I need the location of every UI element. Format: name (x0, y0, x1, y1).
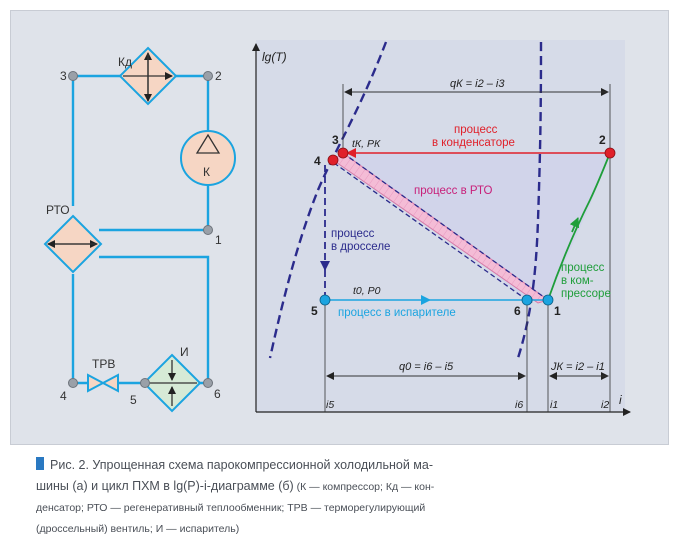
point-label-3: 3 (332, 133, 339, 147)
node-1 (203, 225, 213, 235)
annotation-jk: JК = i2 – i1 (550, 361, 605, 373)
node-label-3: 3 (60, 69, 67, 83)
compressor (180, 130, 236, 186)
caption-line-1: Рис. 2. Упрощенная схема парокомпрессион… (36, 455, 506, 476)
node-label-1: 1 (215, 233, 222, 247)
state-point-6 (521, 294, 533, 306)
x-axis-label: i (619, 393, 622, 407)
annotation-compressor-3: прессоре (561, 288, 611, 300)
annotation-qk: qК = i2 – i3 (450, 78, 505, 90)
tick-i5: i5 (326, 399, 334, 411)
annotation-tk-pk: tК, PК (352, 138, 381, 150)
node-label-4: 4 (60, 389, 67, 403)
condenser (118, 46, 178, 106)
annotation-condenser-1: процесс (454, 124, 498, 136)
rto-exchanger (43, 214, 103, 274)
schematic: Кд К РТО ТРВ И (43, 46, 236, 413)
schematic-pipes (71, 74, 210, 385)
node-4 (68, 378, 78, 388)
tick-i1: i1 (550, 399, 558, 411)
node-label-2: 2 (215, 69, 222, 83)
cycle-area (343, 153, 610, 300)
point-label-5: 5 (311, 304, 318, 318)
evaporator (142, 353, 202, 413)
node-label-6: 6 (214, 387, 221, 401)
annotation-compressor-2: в ком- (561, 275, 594, 287)
annotation-condenser-2: в конденсаторе (432, 137, 515, 149)
tick-i2: i2 (601, 399, 609, 411)
rto-line-upper (342, 152, 549, 301)
state-point-4 (327, 154, 339, 166)
annotation-throttle-2: в дросселе (331, 241, 390, 253)
node-3 (68, 71, 78, 81)
compressor-process-curve (547, 152, 611, 301)
saturation-curve-left (268, 41, 388, 359)
state-point-3 (337, 147, 349, 159)
y-axis-label: lg(T) (262, 50, 287, 64)
state-point-1 (542, 294, 554, 306)
caption-text-2b: (К — компрессор; Кд — кон- (293, 481, 435, 493)
projection-lines (324, 84, 611, 412)
label-trv: ТРВ (92, 357, 115, 371)
point-label-2: 2 (599, 133, 606, 147)
node-2 (203, 71, 213, 81)
annotation-rto: процесс в РТО (414, 185, 493, 197)
caption-line-4: (дроссельный) вентиль; И — испаритель) (36, 523, 240, 535)
caption-marker (36, 457, 44, 470)
node-5 (140, 378, 150, 388)
node-label-5: 5 (130, 393, 137, 407)
label-k: К (203, 165, 210, 179)
tick-i6: i6 (515, 399, 523, 411)
caption-line-3: денсатор; РТО — регенеративный теплообме… (36, 502, 426, 514)
label-rto: РТО (46, 203, 70, 217)
expansion-valve (87, 373, 119, 393)
lgp-i-diagram: lg(T) i qК = i2 – i3 q0 = i6 – i5 JК = i… (252, 40, 631, 416)
caption-text-1: Рис. 2. Упрощенная схема парокомпрессион… (50, 458, 433, 472)
compressor-arrow (569, 217, 580, 233)
label-kd: Кд (118, 55, 132, 69)
figure-caption: Рис. 2. Упрощенная схема парокомпрессион… (36, 455, 506, 540)
annotation-q0: q0 = i6 – i5 (399, 361, 454, 373)
schematic-nodes (68, 71, 213, 388)
annotation-compressor-1: процесс (561, 262, 605, 274)
label-i: И (180, 345, 189, 359)
point-label-1: 1 (554, 304, 561, 318)
node-6 (203, 378, 213, 388)
annotation-throttle-1: процесс (331, 228, 375, 240)
caption-line-2: шины (а) и цикл ПХМ в lg(P)-i-диаграмме … (36, 476, 506, 498)
point-label-6: 6 (514, 304, 521, 318)
saturation-curve-right (516, 41, 543, 359)
annotation-evaporator: процесс в испарителе (338, 307, 456, 319)
caption-text-2a: шины (а) и цикл ПХМ в lg(P)-i-диаграмме … (36, 479, 294, 493)
point-label-4: 4 (314, 154, 321, 168)
state-point-2 (604, 147, 616, 159)
annotation-t0-p0: t0, P0 (353, 285, 381, 297)
state-point-5 (319, 294, 331, 306)
